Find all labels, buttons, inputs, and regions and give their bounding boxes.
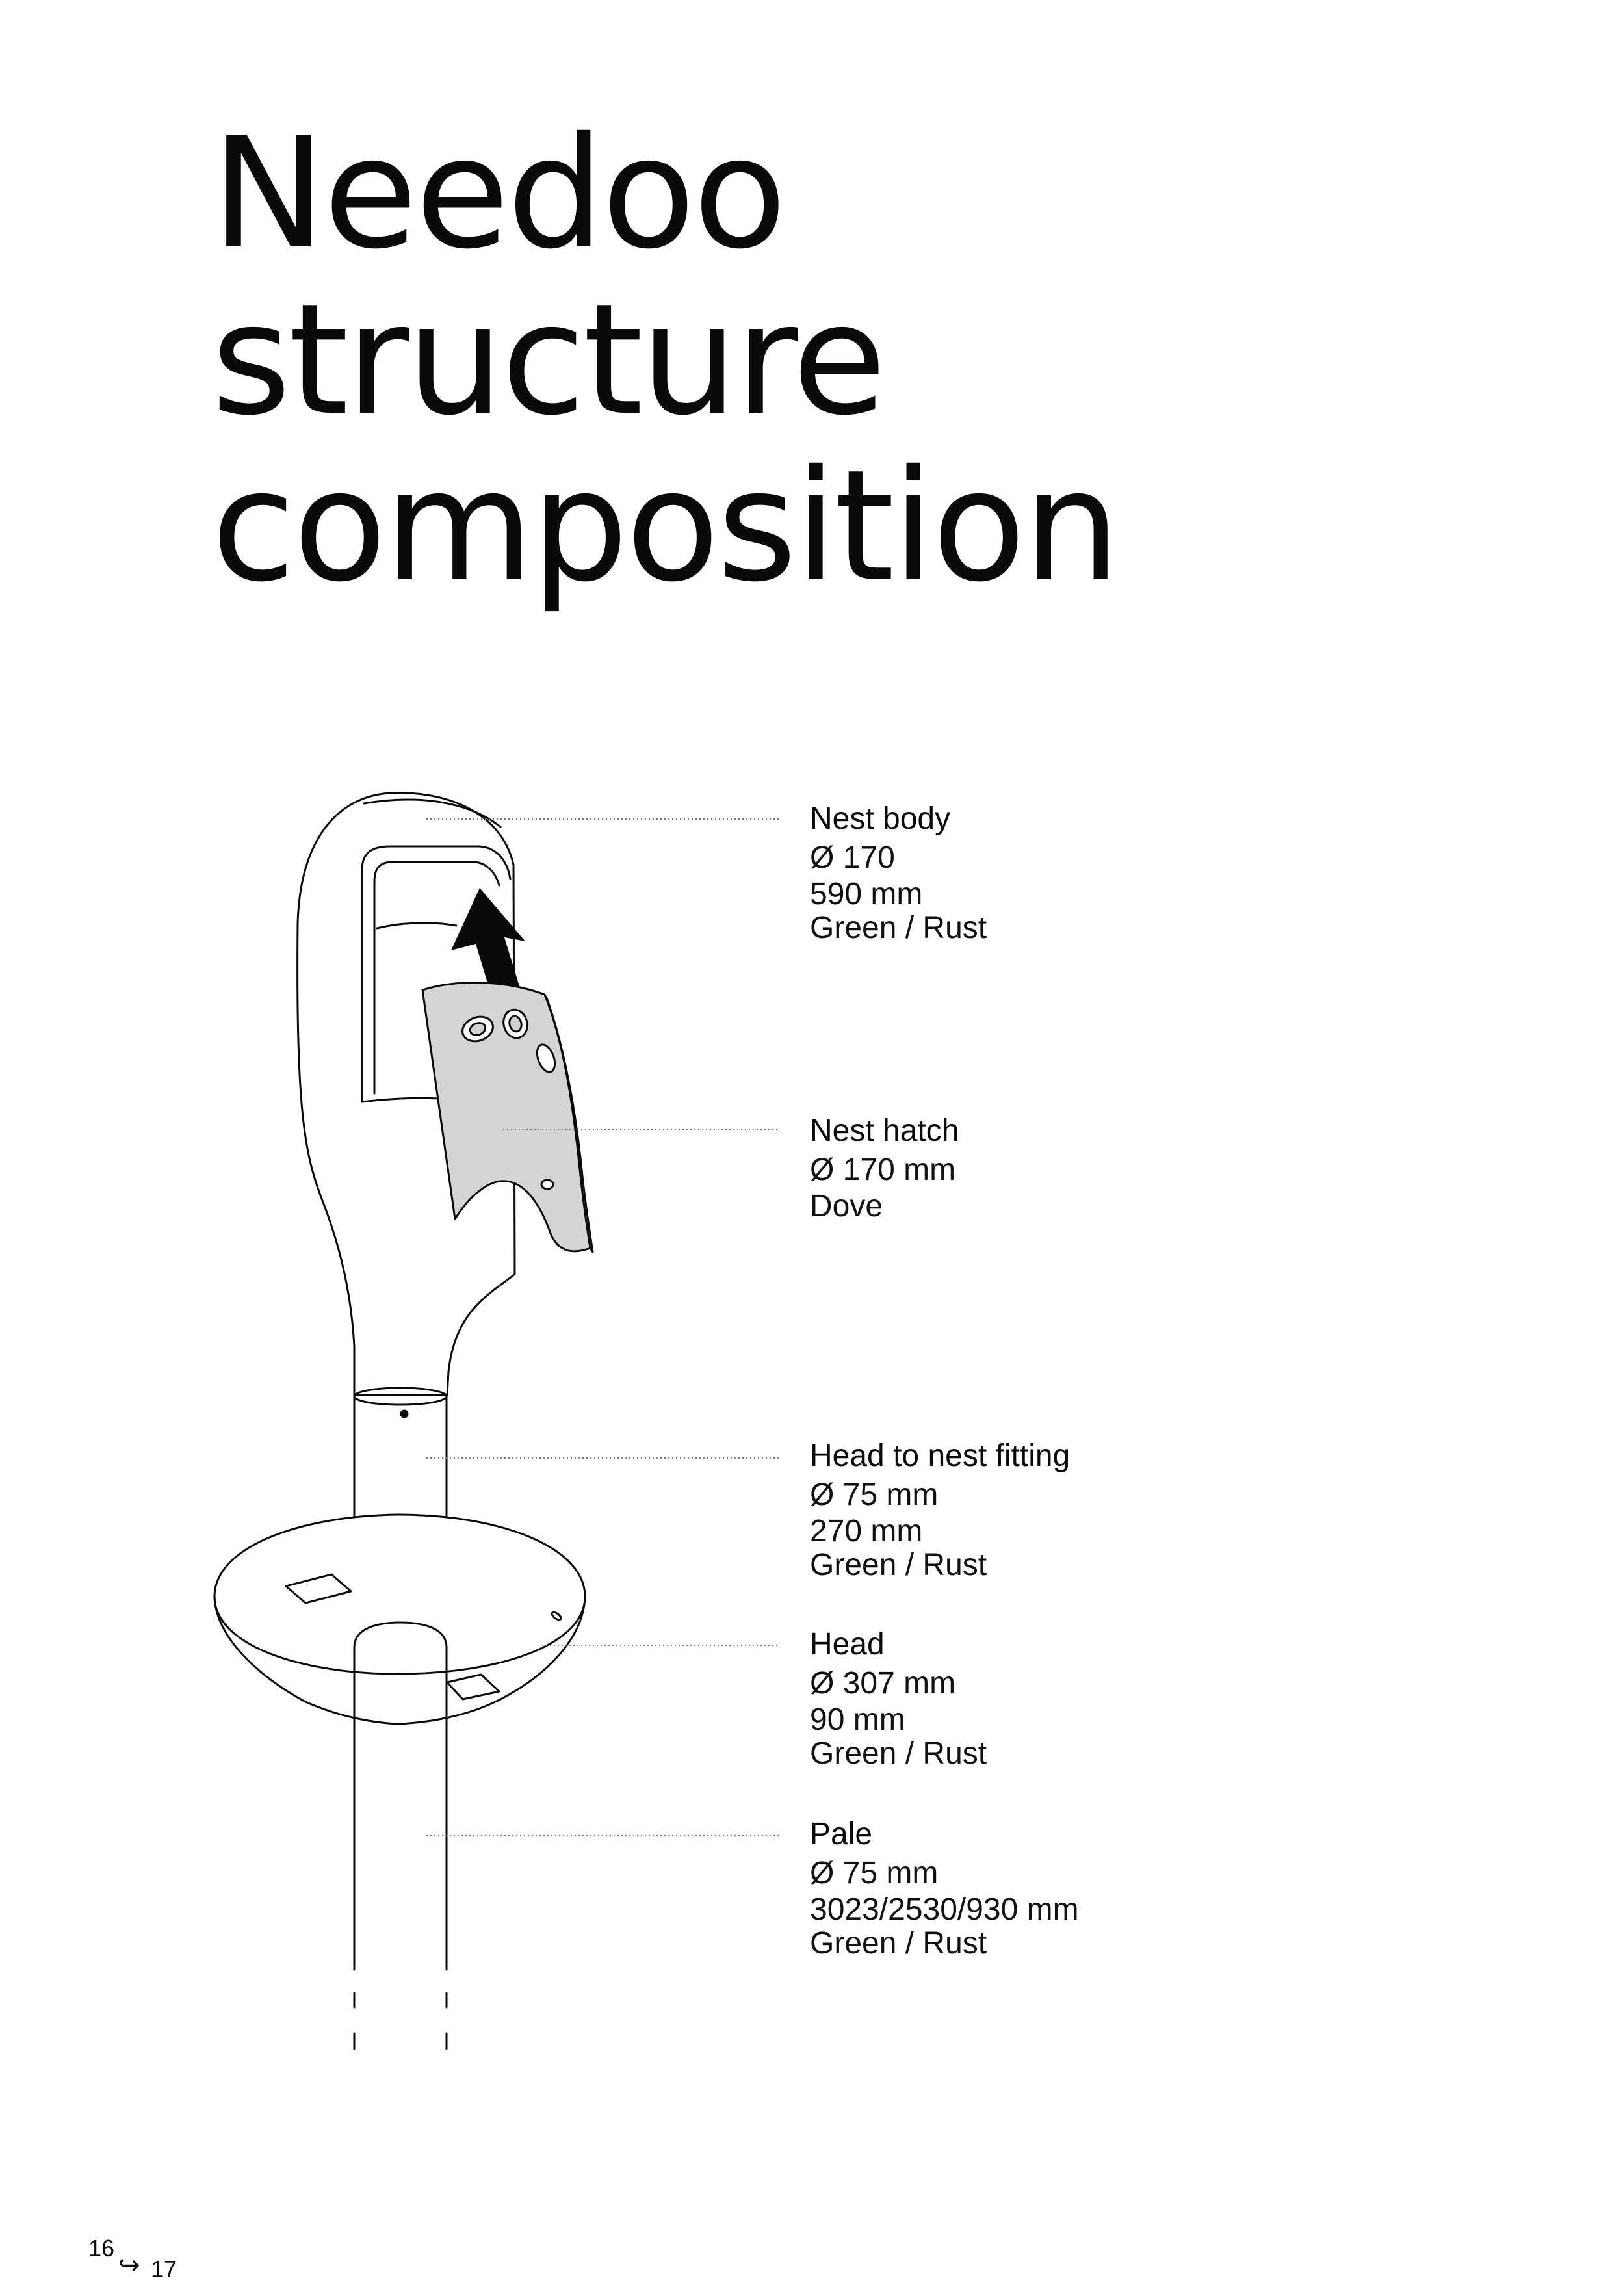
spec-colors: Dove — [810, 1189, 883, 1223]
title-line-3: composition — [211, 437, 1121, 616]
nest-opening-bottom — [361, 1097, 441, 1103]
page-number-current: 16 — [88, 2235, 115, 2262]
head-slot-2 — [446, 1673, 500, 1701]
page-number-next[interactable]: 17 — [151, 2256, 177, 2282]
arrow-up-icon — [451, 888, 525, 996]
nest-opening-inner — [373, 861, 500, 1095]
spec-length: 90 mm — [810, 1702, 905, 1737]
spec-diameter: Ø 170 mm — [810, 1153, 956, 1187]
nest-opening-outer — [361, 845, 512, 1103]
spec-head: Head Ø 307 mm 90 mm Green / Rust — [810, 1625, 1557, 1771]
spec-colors: Green / Rust — [810, 1926, 987, 1961]
spec-diameter: Ø 75 mm — [810, 1856, 939, 1890]
nest-opening-shelf — [376, 922, 458, 930]
head-disc-top — [213, 1513, 586, 1675]
spec-colors: Green / Rust — [810, 911, 987, 945]
spec-length: 3023/2530/930 mm — [810, 1892, 1079, 1927]
spec-diameter: Ø 307 mm — [810, 1666, 956, 1701]
spec-diameter: Ø 75 mm — [810, 1478, 939, 1512]
spec-pale: Pale Ø 75 mm 3023/2530/930 mm Green / Ru… — [810, 1815, 1557, 1961]
head-small-hole — [551, 1611, 562, 1621]
spec-head-to-nest-fitting: Head to nest fitting Ø 75 mm 270 mm Gree… — [810, 1437, 1557, 1582]
title-line-1: Needoo — [211, 104, 787, 283]
spec-length: 590 mm — [810, 877, 923, 911]
spec-colors: Green / Rust — [810, 1736, 987, 1771]
spec-diameter: Ø 170 — [810, 841, 895, 875]
hook-arrow-right-icon[interactable]: ↪ — [118, 2251, 140, 2280]
spec-nest-hatch: Nest hatch Ø 170 mm Dove — [810, 1112, 1557, 1223]
spec-name: Head — [810, 1627, 885, 1662]
head-disc-side — [213, 1595, 586, 1725]
nest-hatch-panel — [421, 982, 594, 1253]
spec-name: Head to nest fitting — [810, 1439, 1071, 1473]
pale-top-ring — [353, 1621, 448, 1649]
fitting-top-ring — [353, 1387, 448, 1406]
spec-nest-body: Nest body Ø 170 590 mm Green / Rust — [810, 800, 1557, 945]
page-title: Needoo structure composition — [211, 104, 1121, 616]
head-slot-1 — [285, 1573, 352, 1604]
spec-colors: Green / Rust — [810, 1548, 987, 1582]
nest-body-ridge — [363, 798, 502, 828]
nest-body-outline — [296, 792, 516, 1396]
spec-length: 270 mm — [810, 1514, 923, 1548]
title-line-2: structure — [211, 270, 887, 449]
spec-name: Pale — [810, 1817, 873, 1851]
spec-name: Nest body — [810, 802, 951, 836]
spec-name: Nest hatch — [810, 1114, 959, 1148]
fitting-screw-dot — [400, 1409, 409, 1418]
